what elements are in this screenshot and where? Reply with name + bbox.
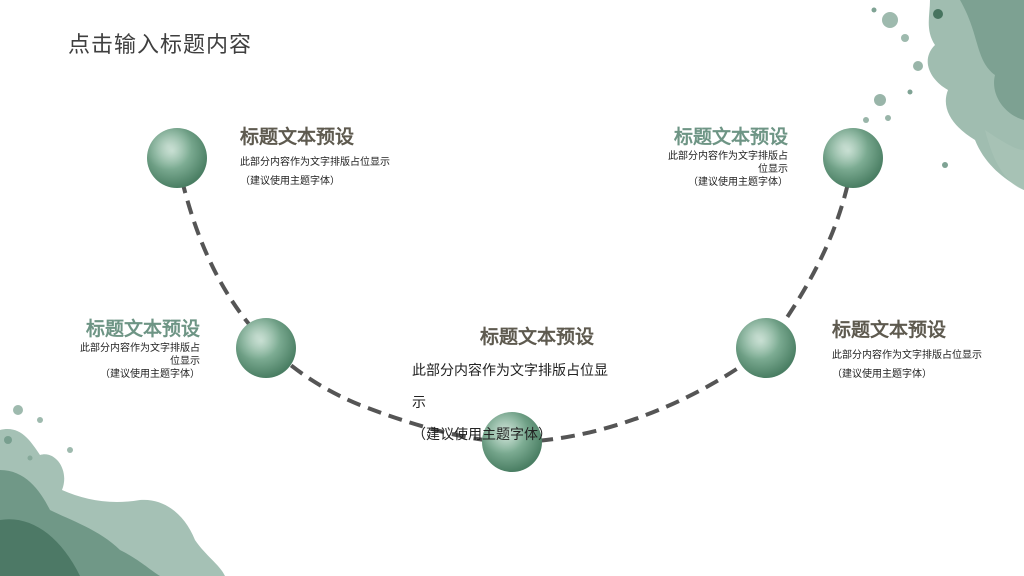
node-title-3: 标题文本预设 [85,318,200,340]
node-text-2: 标题文本预设 此部分内容作为文字排版占 位显示 （建议使用主题字体） [604,124,788,189]
node-desc-2-line2: 位显示 [758,164,788,175]
node-desc-1-line1: 此部分内容作为文字排版占位显示 [240,157,390,168]
node-desc-5-line1: 此部分内容作为文字排版占位显示 [832,350,982,361]
node-desc-2-line1: 此部分内容作为文字排版占 [668,151,788,162]
node-desc-4-line2: 示 [412,395,426,411]
node-text-5: 标题文本预设 此部分内容作为文字排版占位显示 （建议使用主题字体） [832,317,1012,381]
node-title-4: 标题文本预设 [479,326,594,348]
node-title-1: 标题文本预设 [240,126,355,148]
node-desc-5-line2: （建议使用主题字体） [832,369,932,380]
watercolor-splash-bottom-left [0,405,225,576]
node-text-4: 标题文本预设 此部分内容作为文字排版占位显 示 （建议使用主题字体） [412,324,632,446]
node-desc-3-line1: 此部分内容作为文字排版占 [80,343,200,354]
node-desc-2-line3: （建议使用主题字体） [688,177,788,188]
node-desc-3-line3: （建议使用主题字体） [100,369,200,380]
node-desc-1-line2: （建议使用主题字体） [240,176,340,187]
node-desc-4-line1: 此部分内容作为文字排版占位显 [412,363,608,379]
node-desc-4-line3: （建议使用主题字体） [412,427,552,443]
node-title-5: 标题文本预设 [832,319,947,341]
node-desc-3-line2: 位显示 [170,356,200,367]
node-ball-4 [482,412,542,472]
node-text-3: 标题文本预设 此部分内容作为文字排版占 位显示 （建议使用主题字体） [20,316,200,381]
node-title-2: 标题文本预设 [673,126,788,148]
watercolor-splash-top-right [863,0,1024,190]
node-ball-1 [147,128,207,188]
node-ball-3 [236,318,296,378]
node-ball-2 [823,128,883,188]
node-ball-5 [736,318,796,378]
page-title: 点击输入标题内容 [68,33,253,58]
node-text-1: 标题文本预设 此部分内容作为文字排版占位显示 （建议使用主题字体） [240,124,440,188]
